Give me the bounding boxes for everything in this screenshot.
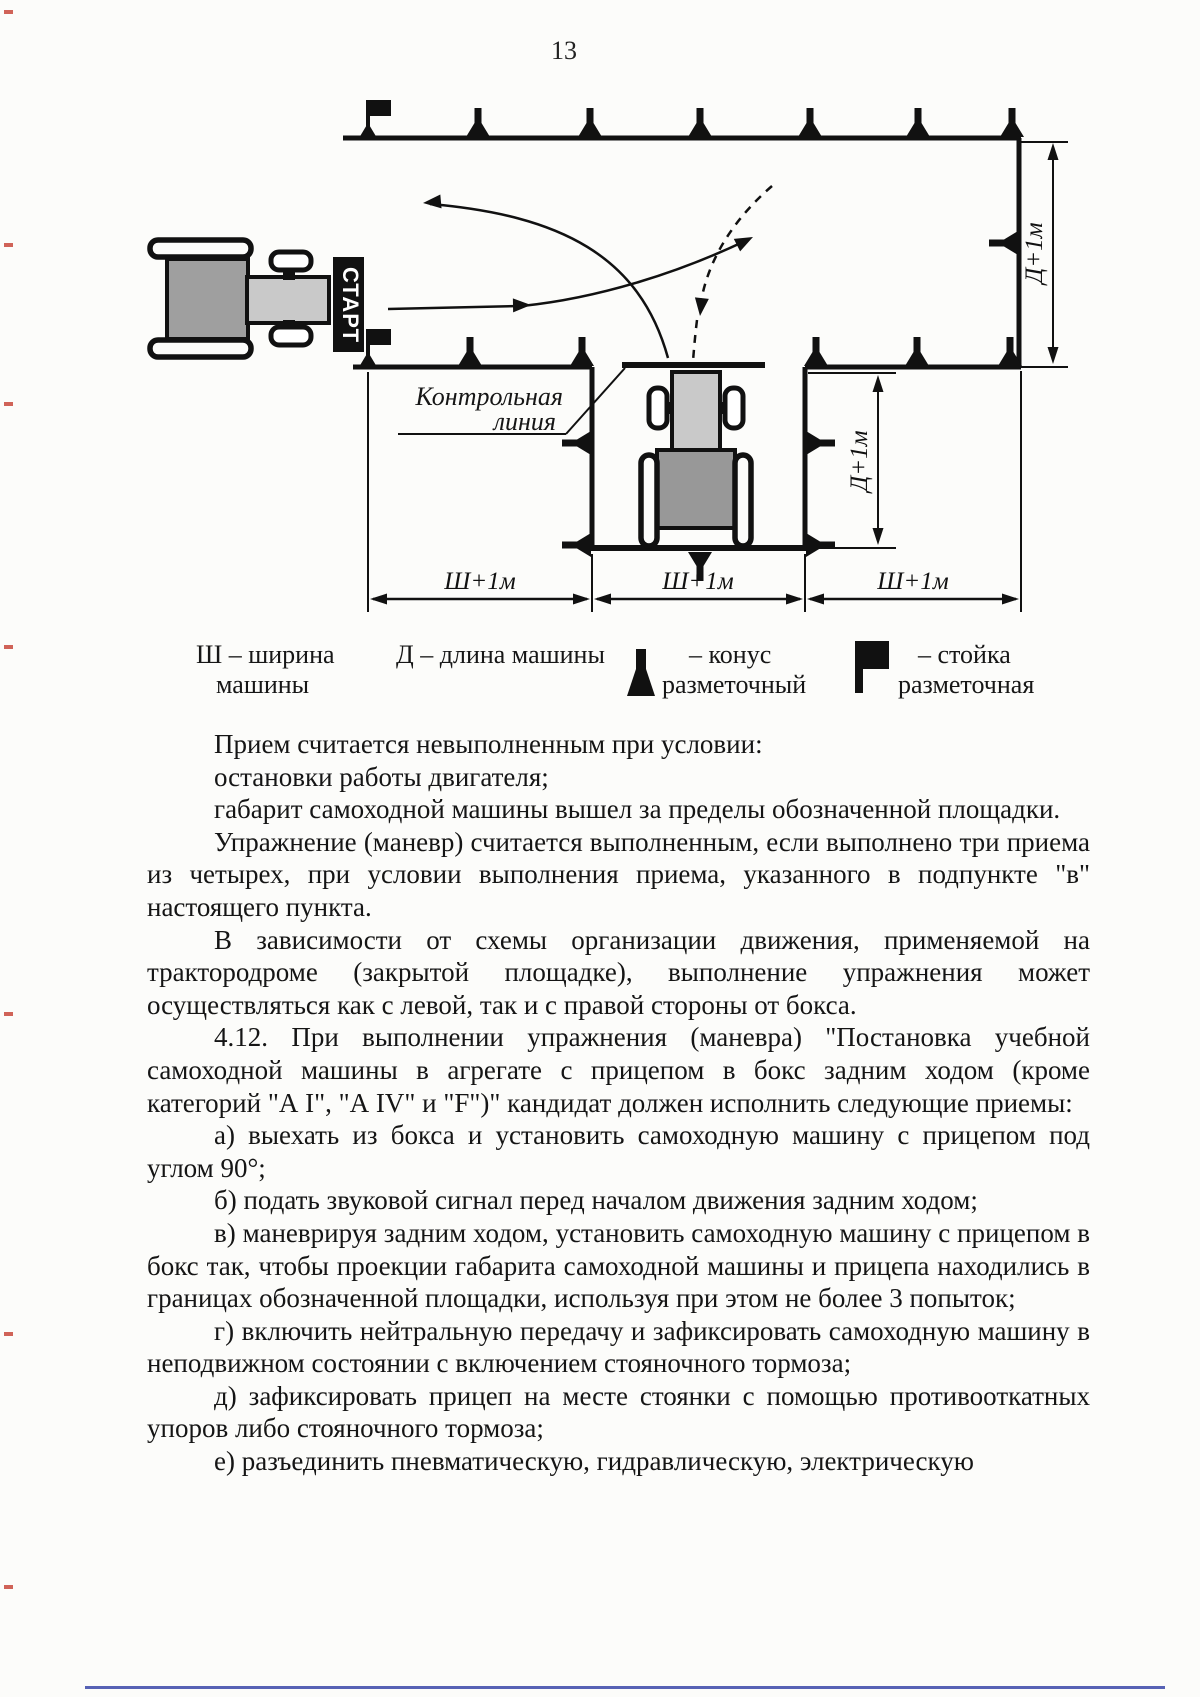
paragraph: е) разъединить пневматическую, гидравлич… [214, 1446, 974, 1477]
tractor-in-box [638, 370, 754, 549]
dimension-length-inner-label: Д+1м [846, 430, 873, 493]
legend-post: – стойка разметочная [898, 640, 1034, 700]
trajectory-exit-left-curve [422, 194, 670, 359]
cone-marker [906, 108, 930, 137]
dimension-width-label: Ш+1м [443, 568, 515, 595]
cone-marker [466, 108, 490, 137]
tractor-at-start [147, 237, 331, 360]
cone-marker [570, 337, 594, 366]
trajectory-forward-curve [521, 230, 757, 308]
legend-length-label: Д – длина машины [396, 640, 605, 669]
legend-length: Д – длина машины [396, 640, 605, 670]
cone-marker [806, 431, 835, 455]
start-banner-label: СТАРТ [338, 267, 363, 343]
legend-post-line1: – стойка [918, 640, 1011, 669]
scan-artifact [4, 1585, 13, 1589]
scan-artifact [4, 10, 13, 14]
paragraph: г) включить нейтральную передачу и зафик… [147, 1315, 1090, 1379]
paragraph: Прием считается невыполненным при услови… [214, 729, 763, 759]
paragraph: 4.12. При выполнении упражнения (маневра… [147, 1022, 1090, 1118]
cone-marker [804, 337, 828, 366]
parking-box [589, 367, 808, 551]
dimension-length-outer: Д+1м [1021, 141, 1068, 368]
legend-post-line2: разметочная [898, 670, 1035, 699]
flag-icon [855, 641, 889, 693]
paragraph: а) выехать из бокса и установить самоход… [147, 1120, 1090, 1183]
scan-artifact [4, 1332, 13, 1336]
legend-width-line2: машины [216, 670, 310, 699]
start-banner: СТАРТ [333, 257, 364, 352]
paragraph: В зависимости от схемы организации движе… [147, 924, 1090, 1020]
dimension-width-label: Ш+1м [661, 568, 733, 595]
control-line-callout: Контрольная линия [398, 367, 626, 436]
cone-marker [458, 337, 482, 366]
dimension-width-row: Ш+1м Ш+1м Ш+1м [367, 371, 1022, 612]
dimension-width-label: Ш+1м [876, 568, 948, 595]
dimension-length-outer-label: Д+1м [1021, 222, 1048, 285]
cone-marker [1000, 108, 1024, 137]
cone-marker [806, 533, 835, 557]
legend-cone: – конус разметочный [662, 640, 806, 700]
scan-artifact [4, 645, 13, 649]
cone-marker [989, 231, 1018, 255]
dimension-length-inner: Д+1м [808, 372, 896, 549]
control-line-label-2: линия [492, 407, 556, 436]
scan-artifact [4, 243, 13, 247]
cone-marker [562, 533, 591, 557]
scan-artifact [85, 1686, 1165, 1689]
legend-cone-line2: разметочный [662, 670, 807, 699]
control-line-label-1: Контрольная [415, 382, 563, 411]
cone-marker [562, 431, 591, 455]
cone-icon [627, 649, 655, 696]
course-diagram: Д+1м Д+1м Ш+1м Ш+1м Ш+1м Контрольная лин… [147, 100, 1068, 612]
trajectory-reverse-dashed [691, 185, 773, 362]
cone-marker [905, 337, 929, 366]
legend-cone-line1: – конус [689, 640, 772, 669]
legend-width: Ш – ширина машины [196, 640, 335, 700]
page-number: 13 [551, 36, 577, 65]
cone-marker [688, 108, 712, 137]
paragraph: б) подать звуковой сигнал перед началом … [214, 1185, 978, 1216]
cone-marker [578, 108, 602, 137]
paragraph: д) зафиксировать прицеп на месте стоянки… [147, 1380, 1090, 1444]
paragraph: габарит самоходной машины вышел за преде… [214, 794, 1061, 825]
flag-marker-top [359, 100, 391, 139]
scan-artifact [4, 402, 13, 406]
legend-width-line1: Ш – ширина [196, 640, 335, 669]
cone-marker [798, 108, 822, 137]
paragraph: в) маневрируя задним ходом, установить с… [147, 1217, 1090, 1314]
body-text: Прием считается невыполненным при услови… [147, 728, 1090, 1478]
paragraph: остановки работы двигателя; [214, 761, 549, 792]
scan-artifact [4, 1012, 13, 1016]
trajectory-forward-straight [387, 298, 532, 313]
paragraph: Упражнение (маневр) считается выполненны… [147, 826, 1090, 922]
